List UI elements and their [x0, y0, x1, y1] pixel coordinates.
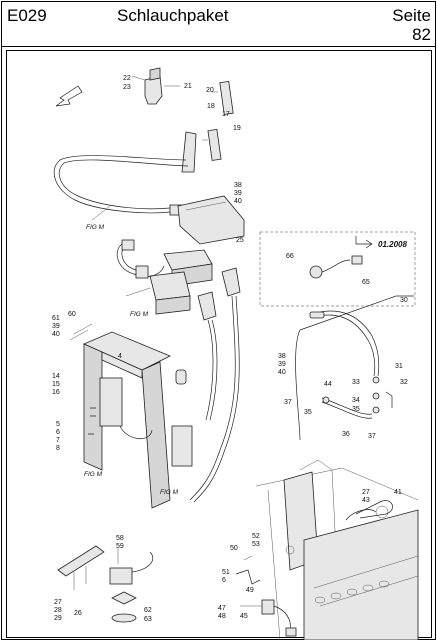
part-label: 65	[362, 279, 370, 286]
page-number: 82	[412, 25, 431, 44]
part-label: 44	[324, 381, 332, 388]
page-word: Seite	[392, 6, 431, 25]
revision-detail	[259, 231, 416, 307]
part-label: 18	[207, 103, 215, 110]
part-label: 7	[56, 437, 60, 444]
part-label: 38	[234, 182, 242, 189]
plug-connectors	[189, 267, 241, 503]
part-label: 20	[206, 87, 214, 94]
part-label: 5	[56, 421, 60, 428]
part-label: 62	[144, 607, 152, 614]
lamp-arm	[295, 295, 414, 441]
part-label: 16	[52, 389, 60, 396]
drawing-frame	[6, 50, 432, 638]
part-label: 40	[52, 331, 60, 338]
part-label: 48	[218, 613, 226, 620]
part-label: 33	[352, 379, 360, 386]
fig-ref-4: FIG M	[160, 489, 179, 496]
part-label: 27	[362, 489, 370, 496]
part-label: 63	[144, 616, 152, 623]
part-label: 49	[246, 587, 254, 594]
part-label: 14	[52, 373, 60, 380]
part-label: 4	[118, 353, 122, 360]
part-label: 35	[304, 409, 312, 416]
part-label: 37	[284, 399, 292, 406]
part-label: 6	[222, 577, 226, 584]
part-label: 60	[68, 311, 76, 318]
part-label: 31	[395, 363, 403, 370]
part-label: 26	[74, 610, 82, 617]
part-label: 39	[278, 361, 286, 368]
fig-ref-1: FIG M	[86, 224, 105, 231]
part-label: 27	[54, 599, 62, 606]
mounting-plate	[57, 545, 105, 590]
part-label: 37	[368, 433, 376, 440]
page-title: Schlauchpaket	[117, 6, 229, 25]
cable-harness-left	[53, 131, 197, 221]
connector-parts	[202, 81, 234, 161]
part-label: 43	[362, 497, 370, 504]
date-note: 01.2008	[378, 240, 407, 249]
part-label: 6	[56, 429, 60, 436]
part-label: 15	[52, 381, 60, 388]
part-label: 45	[240, 613, 248, 620]
part-label: 61	[52, 315, 60, 322]
part-label: 28	[54, 607, 62, 614]
part-label: 19	[233, 125, 241, 132]
direction-arrow-icon	[55, 85, 83, 107]
lever-part	[355, 500, 393, 519]
part-label: 17	[222, 111, 230, 118]
fig-ref-2: FIG M	[130, 311, 149, 318]
part-label: 50	[230, 545, 238, 552]
sensor-part	[109, 548, 154, 623]
part-label: 35	[352, 406, 360, 413]
part-label: 21	[184, 83, 192, 90]
part-label: 40	[234, 198, 242, 205]
cover-bracket	[177, 195, 245, 245]
part-label: 23	[123, 84, 131, 91]
fig-ref-3: FIG M	[84, 471, 103, 478]
bracket-parts	[235, 555, 297, 637]
part-label: 38	[278, 353, 286, 360]
part-label: 30	[400, 297, 408, 304]
part-label: 22	[123, 75, 131, 82]
part-label: 58	[116, 535, 124, 542]
page-number-block: Seite 82	[392, 6, 431, 44]
part-label: 47	[218, 605, 226, 612]
part-label: 40	[278, 369, 286, 376]
part-label: 51	[222, 569, 230, 576]
part-label: 52	[252, 533, 260, 540]
part-label: 41	[394, 489, 402, 496]
machine-body	[255, 459, 419, 640]
part-label: 29	[54, 615, 62, 622]
part-label: 39	[234, 190, 242, 197]
part-label: 59	[116, 543, 124, 550]
part-label: 8	[56, 445, 60, 452]
part-label: 25	[236, 237, 244, 244]
page-header: E029 Schlauchpaket Seite 82	[2, 2, 435, 47]
part-label: 34	[352, 397, 360, 404]
section-code: E029	[7, 6, 47, 25]
part-label: 32	[400, 379, 408, 386]
holder-part	[131, 67, 180, 105]
part-label: 53	[252, 541, 260, 548]
control-box-parts	[116, 239, 213, 315]
mounting-frame	[69, 323, 193, 509]
part-label: 66	[286, 253, 294, 260]
part-label: 36	[342, 431, 350, 438]
part-label: 39	[52, 323, 60, 330]
